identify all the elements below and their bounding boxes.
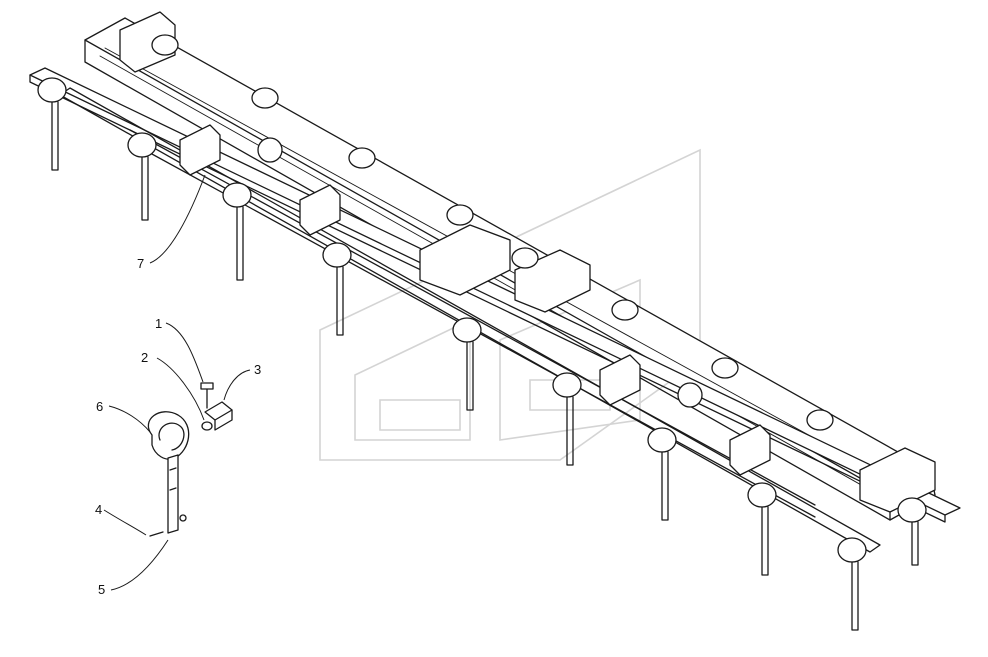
detail-nut-2 [201, 421, 213, 431]
spring-tine [322, 242, 352, 336]
detail-bolt-1 [200, 382, 214, 409]
detail-clamp-plate-3 [204, 401, 233, 431]
spring-tine [647, 427, 677, 521]
callout-2: 2 [141, 350, 148, 365]
detail-shank-5 [167, 454, 179, 534]
callout-6: 6 [96, 399, 103, 414]
callout-leaders [103, 174, 251, 591]
callout-3: 3 [254, 362, 261, 377]
spring-tine [37, 77, 67, 171]
spring-tine [747, 482, 777, 576]
spring-tine [837, 537, 867, 631]
spring-tine [222, 182, 252, 281]
detail-spring-tine-6 [147, 411, 190, 460]
spring-tine [127, 132, 157, 221]
spring-tine [452, 317, 482, 411]
callout-4: 4 [95, 502, 102, 517]
callout-labels: 1 2 3 4 5 6 7 [95, 256, 261, 597]
detail-bolt-4 [149, 514, 187, 537]
callout-5: 5 [98, 582, 105, 597]
callout-1: 1 [155, 316, 162, 331]
spring-tine [552, 372, 582, 466]
callout-7: 7 [137, 256, 144, 271]
spring-tine [897, 497, 927, 566]
spring-tines [37, 34, 927, 631]
